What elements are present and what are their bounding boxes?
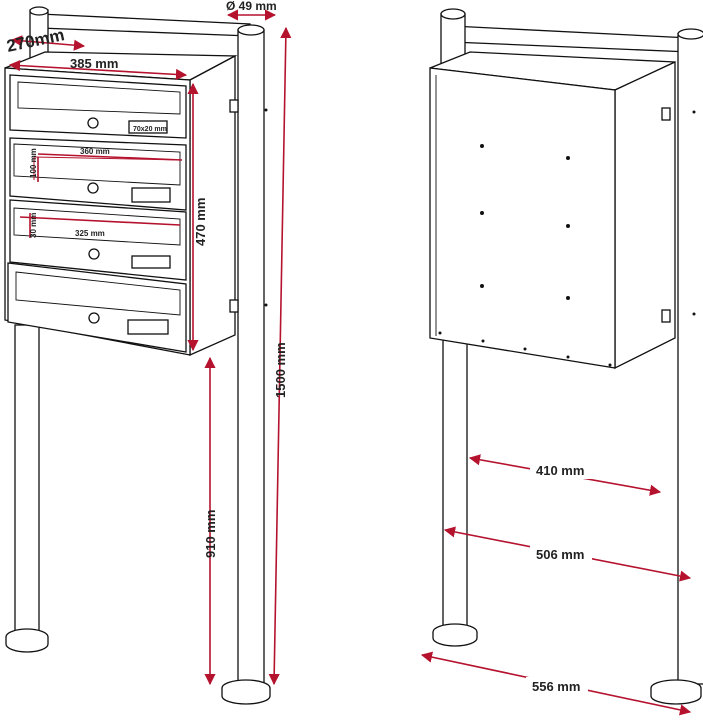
slot-width-line [37, 153, 183, 161]
slot-width-label: 360 mm [80, 147, 110, 156]
back-box-body [429, 51, 676, 370]
total-height-dim-line [268, 26, 292, 686]
box-height-label: 470 mm [193, 198, 208, 246]
slot-inner-label: 325 mm [75, 229, 105, 238]
inner-width-label: 410 mm [536, 463, 584, 478]
width-dim-line [8, 59, 188, 81]
post-spacing-label-bg [530, 545, 592, 563]
depth-dim-line [10, 35, 86, 51]
compartment-1 [9, 74, 187, 139]
compartment-3 [9, 199, 187, 281]
pipe-label: Ø 49 mm [226, 0, 277, 13]
back-view: 410 mm 506 mm 556 mm [420, 8, 703, 716]
front-top-rail [33, 12, 251, 37]
front-left-leg [5, 324, 49, 653]
width-label: 385 mm [70, 56, 118, 71]
front-view: 270mm 385 mm Ø 49 mm 70x20 mm 360 mm 100… [4, 0, 292, 705]
leg-height-label: 910 mm [203, 510, 218, 558]
outer-width-label-bg [526, 677, 588, 695]
post-spacing-label: 506 mm [536, 547, 584, 562]
slot-height-label: 100 mm [29, 148, 38, 178]
slot-inner-line [19, 216, 181, 226]
front-main-post [221, 24, 271, 705]
back-top-rail [451, 25, 691, 53]
inner-width-label-bg [530, 461, 592, 479]
back-left-post [432, 8, 478, 647]
label-size-label: 70x20 mm [133, 126, 167, 133]
slot-gap-label: 30 mm [29, 213, 38, 238]
compartment-2 [9, 137, 187, 211]
total-height-label: 1500 mm [273, 342, 288, 398]
compartment-4 [7, 262, 187, 353]
outer-width-label: 556 mm [532, 679, 580, 694]
